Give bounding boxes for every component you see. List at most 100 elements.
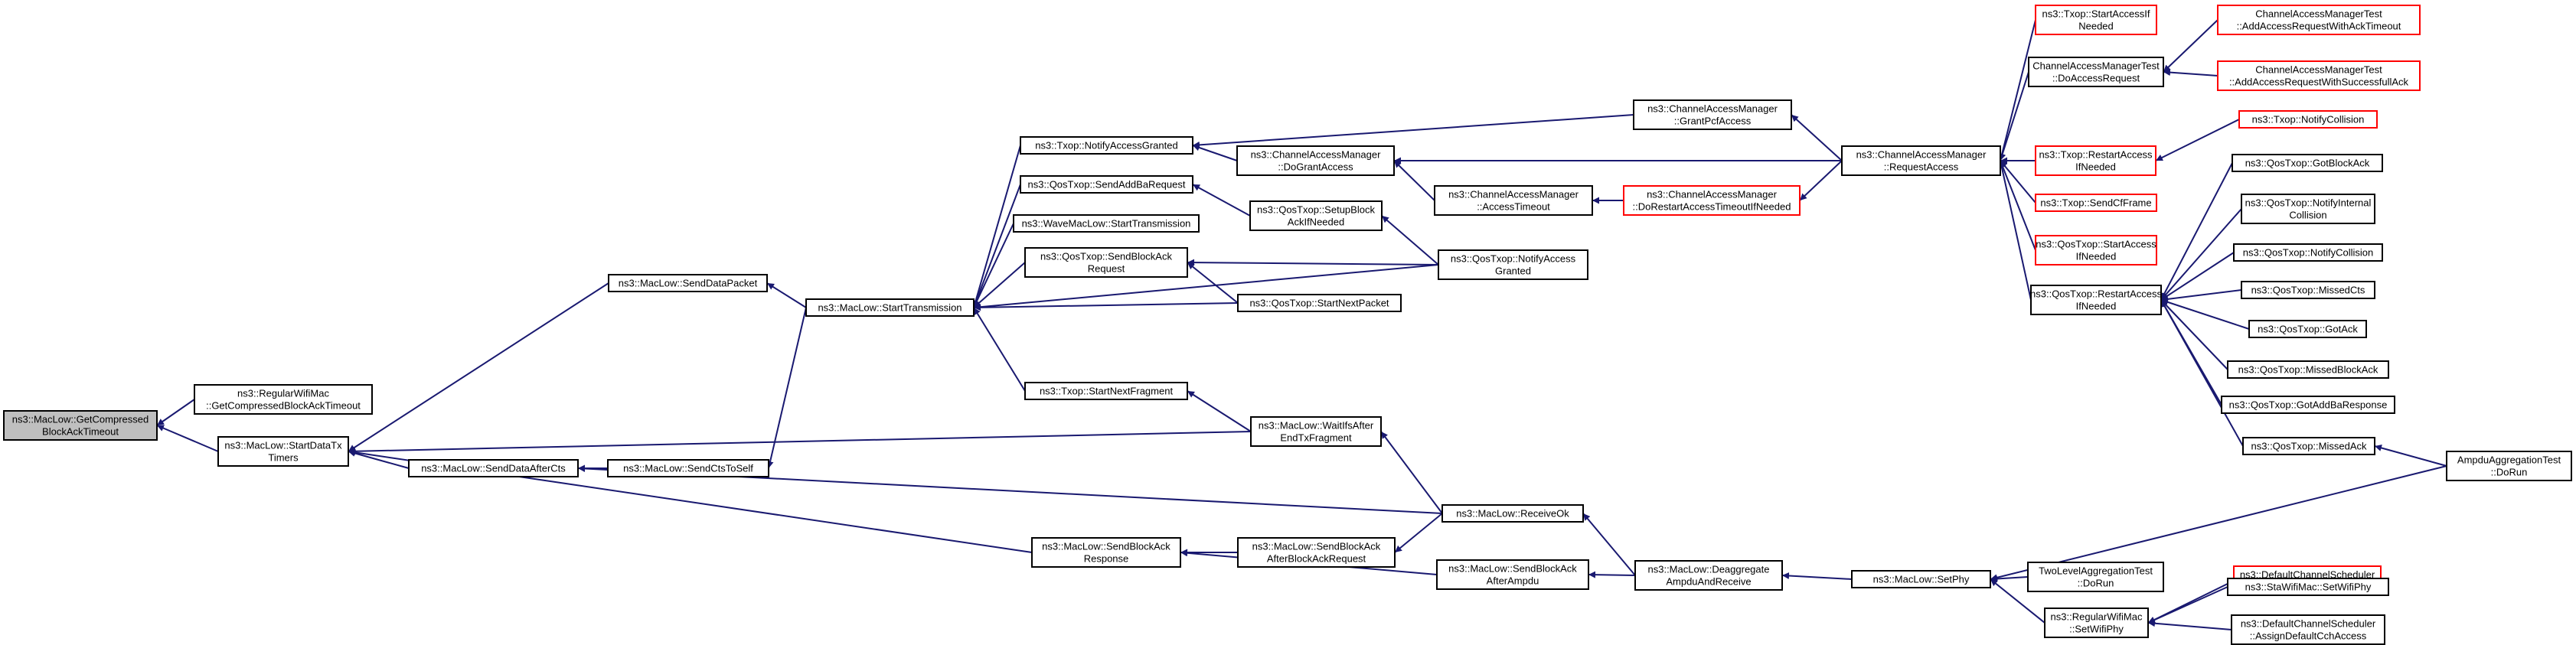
node-ns3-regularwifimac-setwifiphy[interactable]: ns3::RegularWifiMac::SetWifiPhy bbox=[2044, 608, 2149, 638]
node-box bbox=[2227, 360, 2389, 379]
node-label-line: ns3::DefaultChannelScheduler bbox=[2241, 618, 2376, 630]
node-box bbox=[2217, 60, 2421, 91]
edge-n15-to-n11 bbox=[1187, 390, 1252, 432]
node-label-line: ns3::ChannelAccessManager bbox=[1647, 189, 1777, 200]
edge-n37-to-n29 bbox=[2155, 119, 2240, 161]
node-ns3-maclow-senddatapacket[interactable]: ns3::MacLow::SendDataPacket bbox=[608, 274, 768, 292]
node-label-line: ::AccessTimeout bbox=[1477, 201, 1550, 213]
edge-n48-to-n34 bbox=[2147, 586, 2228, 624]
node-ns3-maclow-starttransmission[interactable]: ns3::MacLow::StartTransmission bbox=[805, 298, 975, 317]
node-label-line: ns3::QosTxop::RestartAccess bbox=[2030, 288, 2162, 300]
node-ns3-qostxop-notifycollision[interactable]: ns3::QosTxop::NotifyCollision bbox=[2233, 243, 2383, 262]
node-ns3-wavemaclow-starttransmission[interactable]: ns3::WaveMacLow::StartTransmission bbox=[1013, 214, 1200, 233]
node-ns3-qostxop-missedblockack[interactable]: ns3::QosTxop::MissedBlockAck bbox=[2227, 360, 2389, 379]
node-ns3-channelaccessmanager-accesstimeout[interactable]: ns3::ChannelAccessManager::AccessTimeout bbox=[1434, 185, 1593, 216]
node-ns3-txop-sendcfframe[interactable]: ns3::Txop::SendCfFrame bbox=[2035, 194, 2157, 212]
node-ns3-txop-startnextfragment[interactable]: ns3::Txop::StartNextFragment bbox=[1024, 382, 1188, 400]
node-ns3-maclow-setphy[interactable]: ns3::MacLow::SetPhy bbox=[1851, 570, 1991, 588]
node-label-line: ns3::QosTxop::GotAddBaResponse bbox=[2229, 399, 2388, 411]
node-label-line: ns3::Txop::NotifyCollision bbox=[2252, 114, 2365, 125]
node-ns3-maclow-sendctstoself[interactable]: ns3::MacLow::SendCtsToSelf bbox=[607, 459, 769, 477]
node-ns3-qostxop-gotaddbaresponse[interactable]: ns3::QosTxop::GotAddBaResponse bbox=[2221, 396, 2395, 414]
node-box bbox=[1250, 416, 1382, 447]
node-ns3-qostxop-notifyaccess-granted[interactable]: ns3::QosTxop::NotifyAccessGranted bbox=[1438, 249, 1588, 280]
node-label-line: ns3::ChannelAccessManager bbox=[1856, 149, 1987, 161]
node-label-line: ns3::MacLow::GetCompressed bbox=[12, 414, 149, 425]
node-box bbox=[1623, 185, 1801, 216]
node-ns3-qostxop-gotack[interactable]: ns3::QosTxop::GotAck bbox=[2248, 320, 2367, 338]
node-label-line: ns3::RegularWifiMac bbox=[237, 388, 329, 399]
node-ns3-qostxop-missedcts[interactable]: ns3::QosTxop::MissedCts bbox=[2241, 281, 2375, 299]
node-ns3-channelaccessmanager-requestaccess[interactable]: ns3::ChannelAccessManager::RequestAccess bbox=[1841, 145, 2001, 176]
node-ns3-txop-notifycollision[interactable]: ns3::Txop::NotifyCollision bbox=[2238, 110, 2378, 129]
node-box bbox=[194, 384, 373, 415]
edge-n32-to-n25 bbox=[1998, 160, 2032, 301]
node-ns3-maclow-receiveok[interactable]: ns3::MacLow::ReceiveOk bbox=[1441, 504, 1584, 523]
edge-n10-to-n6 bbox=[973, 262, 1026, 308]
node-ns3-maclow-senddataaftercts[interactable]: ns3::MacLow::SendDataAfterCts bbox=[408, 459, 579, 477]
node-label-line: ns3::MacLow::Deaggregate bbox=[1648, 564, 1770, 575]
node-ns3-channelaccessmanager-grantpcfaccess[interactable]: ns3::ChannelAccessManager::GrantPcfAcces… bbox=[1633, 99, 1792, 130]
node-channelaccessmanagertest-doaccessrequest[interactable]: ChannelAccessManagerTest::DoAccessReques… bbox=[2028, 57, 2164, 87]
edge-n20-to-n6 bbox=[973, 264, 1439, 311]
node-box bbox=[2028, 57, 2164, 87]
node-ns3-txop-notifyaccessgranted[interactable]: ns3::Txop::NotifyAccessGranted bbox=[1020, 136, 1193, 155]
edge-n31-to-n25 bbox=[2000, 160, 2036, 251]
node-box bbox=[1013, 214, 1200, 233]
node-box bbox=[1633, 99, 1792, 130]
node-box bbox=[2242, 437, 2375, 455]
node-label-line: ns3::MacLow::SendBlockAck bbox=[1042, 541, 1170, 552]
node-label-line: ns3::QosTxop::NotifyCollision bbox=[2243, 247, 2374, 259]
edge-n24-to-n22 bbox=[1582, 513, 1636, 576]
node-ns3-regularwifimac-getcompressedblockacktimeout[interactable]: ns3::RegularWifiMac::GetCompressedBlockA… bbox=[194, 384, 373, 415]
node-channelaccessmanagertest-addaccessrequestwithacktimeout[interactable]: ChannelAccessManagerTest::AddAccessReque… bbox=[2217, 5, 2421, 35]
node-ns3-qostxop-missedack[interactable]: ns3::QosTxop::MissedAck bbox=[2242, 437, 2375, 455]
edge-n25-to-n23 bbox=[1799, 160, 1843, 201]
node-box bbox=[2231, 614, 2385, 645]
node-ns3-qostxop-startnextpacket[interactable]: ns3::QosTxop::StartNextPacket bbox=[1237, 294, 1402, 312]
edge-n34-to-n26 bbox=[1990, 578, 2045, 624]
node-label-line: AfterAmpdu bbox=[1487, 575, 1539, 587]
node-ampduaggregationtest-dorun[interactable]: AmpduAggregationTest::DoRun bbox=[2446, 451, 2572, 481]
node-channelaccessmanagertest-addaccessrequestwithsuccessfullack[interactable]: ChannelAccessManagerTest::AddAccessReque… bbox=[2217, 60, 2421, 91]
node-twolevelaggregationtest-dorun[interactable]: TwoLevelAggregationTest::DoRun bbox=[2027, 562, 2164, 592]
nodes: ns3::MacLow::GetCompressedBlockAckTimeou… bbox=[3, 5, 2572, 645]
node-ns3-maclow-sendblockack-afterblockackrequest[interactable]: ns3::MacLow::SendBlockAckAfterBlockAckRe… bbox=[1237, 537, 1396, 568]
node-box bbox=[2248, 320, 2367, 338]
node-label-line: ns3::ChannelAccessManager bbox=[1448, 189, 1579, 200]
node-ns3-channelaccessmanager-dorestartaccesstimeoutifneeded[interactable]: ns3::ChannelAccessManager::DoRestartAcce… bbox=[1623, 185, 1801, 216]
node-box bbox=[2233, 243, 2383, 262]
node-box bbox=[2241, 194, 2375, 224]
node-label-line: Needed bbox=[2078, 21, 2114, 32]
node-ns3-qostxop-sendaddbarequest[interactable]: ns3::QosTxop::SendAddBaRequest bbox=[1020, 175, 1193, 194]
node-ns3-maclow-getcompressed-blockacktimeout[interactable]: ns3::MacLow::GetCompressedBlockAckTimeou… bbox=[3, 410, 158, 441]
edge-n49-to-n34 bbox=[2147, 620, 2232, 630]
node-ns3-stawifimac-setwifiphy[interactable]: ns3::StaWifiMac::SetWifiPhy bbox=[2227, 578, 2389, 596]
edge-n6-to-n3 bbox=[766, 282, 807, 308]
node-ns3-qostxop-gotblockack[interactable]: ns3::QosTxop::GotBlockAck bbox=[2232, 154, 2383, 172]
edge-n21-to-n10 bbox=[1187, 262, 1239, 304]
edge-n18-to-n7 bbox=[1192, 114, 1634, 148]
node-ns3-channelaccessmanager-dograntaccess[interactable]: ns3::ChannelAccessManager::DoGrantAccess bbox=[1236, 145, 1395, 176]
node-label-line: AmpduAndReceive bbox=[1666, 576, 1751, 588]
edge-n22-to-n16 bbox=[1394, 513, 1443, 553]
edge-n22-to-n15 bbox=[1380, 431, 1443, 514]
edge-n38-to-n32 bbox=[2160, 162, 2233, 301]
node-label-line: ns3::MacLow::SendCtsToSelf bbox=[623, 463, 753, 474]
node-label-line: ::GetCompressedBlockAckTimeout bbox=[206, 400, 361, 412]
node-label-line: ::AddAccessRequestWithSuccessfullAck bbox=[2229, 77, 2409, 88]
node-ns3-defaultchannelscheduler-assigndefaultcchaccess[interactable]: ns3::DefaultChannelScheduler::AssignDefa… bbox=[2231, 614, 2385, 645]
node-label-line: IfNeeded bbox=[2076, 251, 2117, 262]
